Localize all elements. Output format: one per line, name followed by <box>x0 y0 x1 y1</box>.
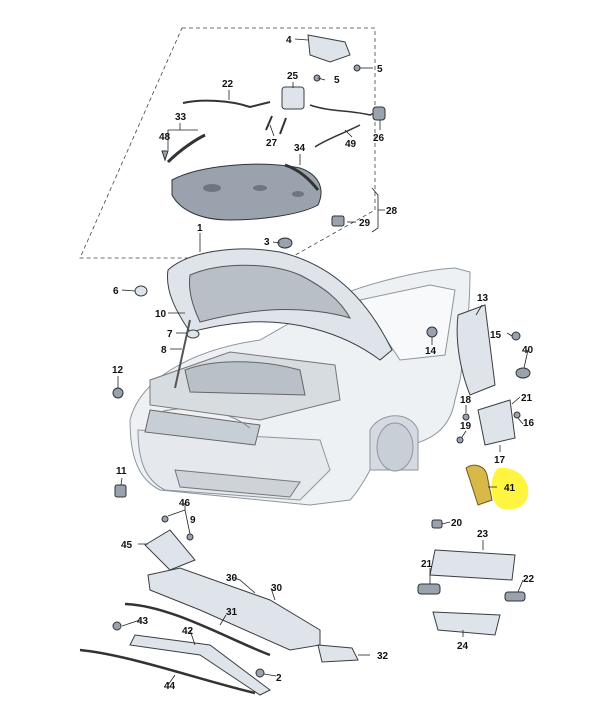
callout-22b: 22 <box>523 574 535 585</box>
clip-2 <box>255 668 265 678</box>
callout-46: 46 <box>179 498 191 509</box>
callout-25: 25 <box>287 71 299 82</box>
cone-48 <box>161 150 169 162</box>
hood-liner <box>171 163 322 221</box>
seal-44 <box>79 648 256 695</box>
callout-27: 27 <box>266 138 278 149</box>
callout-21b: 21 <box>421 559 433 570</box>
callout-28: 28 <box>386 206 398 217</box>
nut-18 <box>462 413 470 421</box>
callout-29: 29 <box>359 218 371 229</box>
highlight-41 <box>491 467 529 510</box>
buffer-7 <box>186 329 200 339</box>
callout-49: 49 <box>345 139 357 150</box>
bolt-46a <box>161 515 169 523</box>
bolt-5a <box>353 64 361 72</box>
callout-32: 32 <box>377 651 389 662</box>
callout-17: 17 <box>494 455 506 466</box>
clip-11 <box>114 484 127 498</box>
part-41 <box>465 464 493 506</box>
callout-30b: 30 <box>271 583 283 594</box>
sensor-21 <box>417 583 441 595</box>
trim-42 <box>129 634 271 696</box>
callout-6: 6 <box>113 286 119 297</box>
callout-42: 42 <box>182 626 194 637</box>
callout-23: 23 <box>477 529 489 540</box>
cable-22-top <box>182 99 271 109</box>
callout-8: 8 <box>161 345 167 356</box>
callout-20: 20 <box>451 518 463 529</box>
clip-12 <box>112 387 124 399</box>
clip-29 <box>331 215 345 227</box>
exploded-boundary <box>79 27 376 259</box>
callout-31: 31 <box>226 607 238 618</box>
cable-49 <box>309 104 383 148</box>
callout-1: 1 <box>197 223 203 234</box>
module-23 <box>429 549 516 581</box>
clip-20 <box>431 519 443 529</box>
hood <box>166 248 393 361</box>
bracket-24 <box>432 611 501 636</box>
sensor-22b <box>504 591 526 602</box>
callout-44: 44 <box>164 681 176 692</box>
callout-3: 3 <box>264 237 270 248</box>
callout-5a: 5 <box>377 64 383 75</box>
bolts-27 <box>265 115 287 135</box>
car-body <box>129 267 471 506</box>
callout-34: 34 <box>294 143 306 154</box>
bolt-46b <box>186 533 194 541</box>
callout-labels: 4 5 5 22 25 26 27 49 33 48 34 28 29 1 3 … <box>112 35 535 692</box>
bracket-4 <box>307 34 351 63</box>
callout-19: 19 <box>460 421 472 432</box>
callout-41: 41 <box>504 483 516 494</box>
cover-32 <box>317 644 359 663</box>
callout-10: 10 <box>155 309 167 320</box>
callout-7: 7 <box>167 329 173 340</box>
bracket-45 <box>144 529 196 571</box>
callout-22a: 22 <box>222 79 234 90</box>
callout-18: 18 <box>460 395 472 406</box>
callout-2: 2 <box>276 673 282 684</box>
callout-33: 33 <box>175 112 187 123</box>
clip-43 <box>112 621 122 631</box>
callout-45: 45 <box>121 540 133 551</box>
bracket-13 <box>456 304 496 396</box>
grommet-40 <box>515 367 531 379</box>
callout-5b: 5 <box>334 75 340 86</box>
bolt-15 <box>511 331 521 341</box>
callout-21a: 21 <box>521 393 533 404</box>
callout-9: 9 <box>190 515 196 526</box>
callout-11: 11 <box>116 466 127 477</box>
bolt-16 <box>513 411 521 419</box>
callout-48: 48 <box>159 132 171 143</box>
callout-43: 43 <box>137 616 149 627</box>
callout-26: 26 <box>373 133 385 144</box>
callout-13: 13 <box>477 293 489 304</box>
callout-40: 40 <box>522 345 534 356</box>
callout-24: 24 <box>457 641 469 652</box>
callout-14: 14 <box>425 346 437 357</box>
bolt-14 <box>426 326 438 338</box>
seal-34 <box>284 163 320 191</box>
leader-lines <box>117 38 529 686</box>
seal-33 <box>166 133 206 164</box>
callout-15: 15 <box>490 330 502 341</box>
callout-4: 4 <box>286 35 292 46</box>
prop-rod-10 <box>174 319 191 389</box>
lock-mech-17 <box>477 399 516 446</box>
handle-26 <box>372 106 386 121</box>
buffer-3 <box>277 237 293 249</box>
lock-25 <box>281 86 305 110</box>
seal-31 <box>124 602 271 657</box>
bolt-5b <box>313 74 321 82</box>
nut-19 <box>456 436 464 444</box>
callout-30a: 30 <box>226 573 238 584</box>
callout-16: 16 <box>523 418 535 429</box>
callout-12: 12 <box>112 365 124 376</box>
buffer-6 <box>134 285 148 297</box>
